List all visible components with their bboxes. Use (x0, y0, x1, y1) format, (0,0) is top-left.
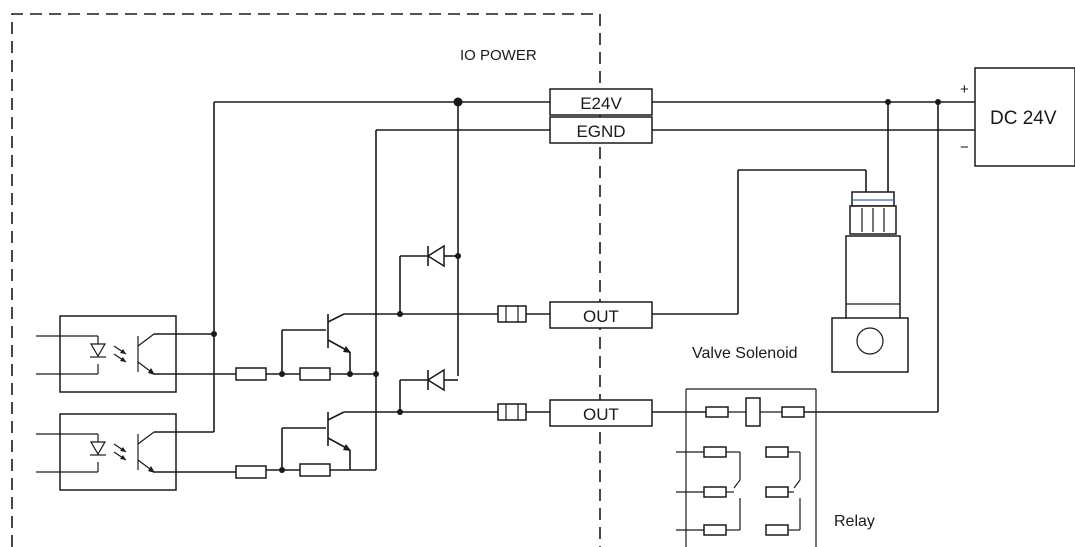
svg-text:E24V: E24V (580, 94, 622, 113)
svg-text:DC 24V: DC 24V (990, 108, 1057, 129)
resistor-1a (235, 367, 267, 381)
dc-24v-power-supply: DC 24V + − (960, 67, 1075, 167)
junction-dots (211, 97, 941, 473)
egnd-rail (375, 129, 975, 470)
svg-text:EGND: EGND (576, 122, 625, 141)
optocoupler-2 (36, 413, 177, 491)
flyback-diode-2 (399, 368, 458, 412)
terminal-e24v: E24V (549, 88, 653, 116)
transistor-1 (327, 313, 400, 374)
svg-text:OUT: OUT (583, 307, 619, 326)
io-power-label: IO POWER (460, 47, 537, 64)
fuse-2 (497, 403, 527, 421)
transistor-2 (327, 411, 400, 470)
terminal-out-1: OUT (549, 301, 653, 329)
terminal-egnd: EGND (549, 116, 653, 144)
fuse-1 (497, 305, 527, 323)
relay (676, 388, 938, 547)
resistor-2b (299, 463, 331, 477)
valve-solenoid: − + (831, 191, 909, 373)
valve-solenoid-label: Valve Solenoid (692, 345, 798, 362)
terminal-out-2: OUT (549, 399, 653, 427)
io-power-boundary (11, 13, 601, 547)
optocoupler-1 (36, 315, 177, 393)
resistor-1b (299, 367, 331, 381)
resistor-2a (235, 465, 267, 479)
relay-label: Relay (834, 513, 875, 530)
svg-text:−: − (960, 139, 969, 156)
svg-text:+: + (960, 81, 969, 98)
svg-text:OUT: OUT (583, 405, 619, 424)
e24v-rail (213, 101, 975, 432)
flyback-diode-1 (399, 244, 458, 314)
